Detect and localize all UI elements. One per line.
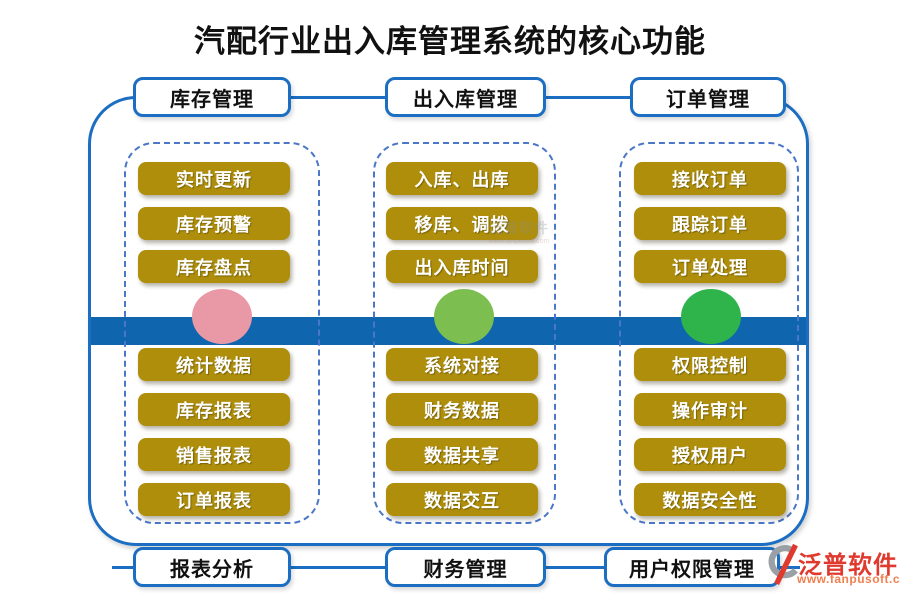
hub-circle-order: [681, 289, 741, 344]
tab-warehouse-io-management: 出入库管理: [385, 77, 546, 117]
node-operation-audit: 操作审计: [634, 393, 786, 426]
node-stock-alert: 库存预警: [138, 207, 290, 240]
node-sales-report: 销售报表: [138, 438, 290, 471]
node-track-order: 跟踪订单: [634, 207, 786, 240]
node-system-connect: 系统对接: [386, 348, 538, 381]
node-inbound-outbound: 入库、出库: [386, 162, 538, 195]
hub-circle-warehouse-io: [434, 289, 494, 344]
column-box-order: [619, 142, 799, 524]
brand-name: 泛普软件: [798, 552, 898, 579]
node-stock-report: 库存报表: [138, 393, 290, 426]
node-order-process: 订单处理: [634, 250, 786, 283]
node-transfer-allocate: 移库、调拨: [386, 207, 538, 240]
node-data-share: 数据共享: [386, 438, 538, 471]
tab-inventory-management: 库存管理: [133, 77, 291, 117]
node-data-security: 数据安全性: [634, 483, 786, 516]
node-receive-order: 接收订单: [634, 162, 786, 195]
page-title: 汽配行业出入库管理系统的核心功能: [194, 24, 706, 59]
node-data-exchange: 数据交互: [386, 483, 538, 516]
tab-order-management: 订单管理: [630, 77, 786, 117]
node-realtime-update: 实时更新: [138, 162, 290, 195]
node-io-time: 出入库时间: [386, 250, 538, 283]
tab-report-analysis: 报表分析: [133, 547, 291, 587]
hub-circle-inventory: [192, 289, 252, 344]
column-box-warehouse-io: [373, 142, 556, 524]
node-finance-data: 财务数据: [386, 393, 538, 426]
tab-finance-management: 财务管理: [385, 547, 546, 587]
column-box-inventory: [124, 142, 320, 524]
node-order-report: 订单报表: [138, 483, 290, 516]
fanpu-logo-icon: [768, 543, 798, 585]
node-stats-data: 统计数据: [138, 348, 290, 381]
brand-url: www.fanpusoft.com: [797, 572, 900, 586]
node-authorized-user: 授权用户: [634, 438, 786, 471]
node-permission-control: 权限控制: [634, 348, 786, 381]
node-stock-check: 库存盘点: [138, 250, 290, 283]
tab-user-permission-management: 用户权限管理: [604, 547, 780, 587]
